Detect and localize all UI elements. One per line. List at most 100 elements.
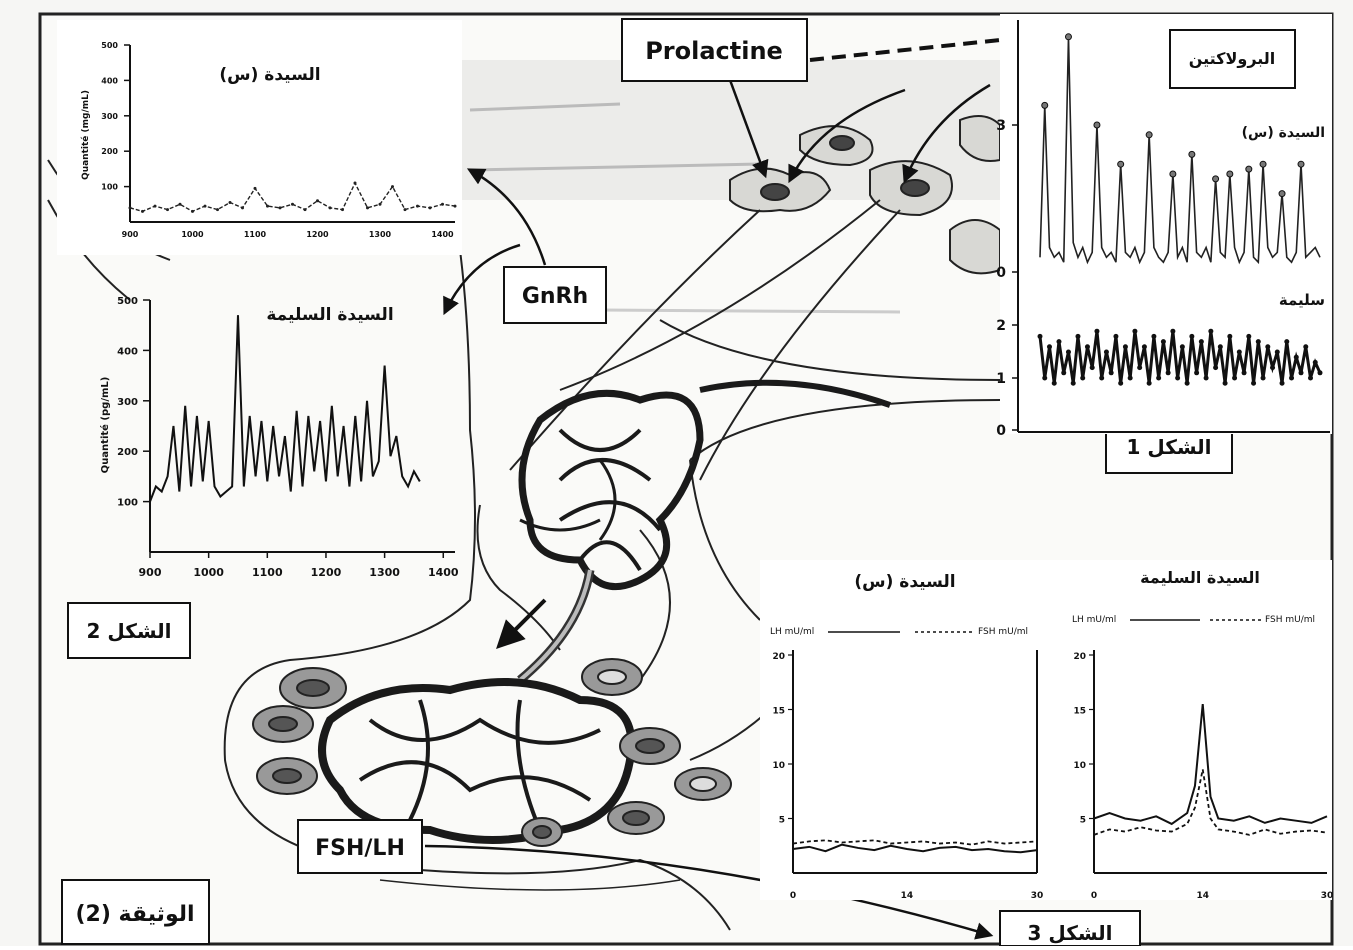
pituitary-outline [689,459,761,621]
gnrh-label: GnRh [503,266,607,324]
fig2-bottom-xtick-label: 1400 [428,566,459,579]
fig1-series-b-point [1046,344,1052,350]
fig1-ytick-label: 1 [996,371,1006,387]
fig1-series-b-point [1084,344,1090,350]
neuron-cluster [729,115,1001,275]
fig2-bottom-ytick-label: 300 [117,397,138,408]
fig1-series-b-point [1308,375,1314,381]
fig1-series-b-point [1265,344,1271,350]
fig1-series-b-point [1089,365,1095,371]
fig2-top-xtick-label: 1100 [244,230,267,239]
axon [699,209,901,481]
fig3-right-fsh-line [1093,769,1328,836]
fig1-series-b-point [1037,333,1043,339]
fig2-bottom-series-line [149,315,421,502]
fig1-series-b-point [1198,339,1204,345]
fig1-series-b-point [1279,380,1285,386]
fig2-top-chart: السيدة (س) Quantité (mg/mL) 100200300400… [57,20,462,255]
fig2-top-point [191,209,194,213]
fig1-series-a-point [1212,175,1220,183]
fig1-series-b-point [1194,370,1200,376]
fig1-series-a-point [1259,160,1267,168]
fig1-series-b-point [1103,349,1109,355]
arrow-gnrh-to-fig2-bottom [443,243,521,316]
fig1-series-b-point [1056,339,1062,345]
fig3-right-xtick-label: 0 [1091,891,1097,901]
fig2-top-ytick-label: 500 [101,41,118,50]
dashed-connector [809,38,1001,62]
fig1-series-b-point [1146,380,1152,386]
fig3-left-ytick-label: 10 [772,761,785,771]
fig3-left-xtick-label: 30 [1031,891,1044,901]
axon [509,209,761,471]
fig1-series-b-point [1312,359,1318,365]
fig1-series-b-point [1189,333,1195,339]
fig1-series-b-point [1075,333,1081,339]
fig1-series-b-point [1165,370,1171,376]
fig1-series-a-point [1093,121,1101,129]
fig3-right-ytick-label: 20 [1073,652,1086,662]
fig3-right-lh-line [1093,703,1328,826]
fig1-series-b-point [1080,375,1086,381]
fig1-ytick-label: 0 [996,423,1006,439]
pituitary-outline [379,879,681,891]
arrow-down-pituitary [496,598,547,649]
fig1-series-b-point [1070,380,1076,386]
fig3-left-title: السيدة (س) [854,572,955,592]
fig1-series-b-point [1184,380,1190,386]
fig2-top-point [316,199,319,203]
fig1-series-b-point [1141,344,1147,350]
fig1-series-b-point [1303,344,1309,350]
neuron-body [949,219,1001,275]
fig1-series-b-point [1151,333,1157,339]
fig3-left-legend-lh: LH mU/ml [770,627,814,637]
fig2-top-ytick-label: 100 [101,183,118,192]
fig1-series-b-point [1065,349,1071,355]
fig2-top-point [453,204,457,208]
fig1-series-b-point [1289,375,1295,381]
fig3-left-xtick-label: 14 [901,891,914,901]
fig1-series-b-point [1108,370,1114,376]
fig2-bottom-ytick-label: 500 [117,296,138,307]
fig3-left-fsh-line [792,839,1038,846]
fig2-top-point [353,181,357,185]
fig2-top-point [378,202,382,206]
pituitary-cells [252,658,732,847]
fig1-series-a-point [1297,160,1305,168]
fig2-top-point [428,206,432,210]
pituitary-outline [689,399,1001,461]
fig3-left-ytick-label: 15 [772,707,785,717]
fig1-series-b-point [1274,349,1280,355]
fig3-left-xtick-label: 0 [790,891,796,901]
arrow-prolactine-to-neuron [728,79,769,179]
fig1-series-b-point [1122,344,1128,350]
fig1-series-b-point [1213,365,1219,371]
fig2-top-point [216,208,219,212]
fig1-series-b-point [1251,380,1257,386]
fig1-series-b-point [1317,370,1323,376]
pituitary-outline [223,249,731,931]
fig1-series-b-point [1293,354,1299,360]
fig1-series-b-point [1246,333,1252,339]
fig1-series-b-point [1241,370,1247,376]
fig2-top-point [403,208,407,212]
fig2-top-panel [57,20,462,255]
fig2-top-xtick-label: 1300 [369,230,392,239]
lower-capillary-network [318,678,636,844]
fig2-top-point [303,208,307,212]
fig2-top-point [153,204,157,208]
fig2-top-xtick-label: 900 [122,230,139,239]
fig1-series-b-point [1236,349,1242,355]
fig1-series-b-point [1160,339,1166,345]
fig1-series-a-line [1039,36,1321,265]
fig3-right-ytick-label: 10 [1073,761,1086,771]
fig2-bottom-ytick-label: 400 [117,346,138,357]
fig3-right-legend-fsh: FSH mU/ml [1265,615,1315,625]
fig1-series-b-line [1038,331,1322,384]
fig3-caption: الشكل 3 [999,910,1141,947]
fig2-bottom-xtick-label: 900 [139,566,162,579]
fig2-caption-text: الشكل 2 [86,619,171,643]
fig2-top-xtick-label: 1000 [181,230,204,239]
fig1-series-b-point [1127,375,1133,381]
